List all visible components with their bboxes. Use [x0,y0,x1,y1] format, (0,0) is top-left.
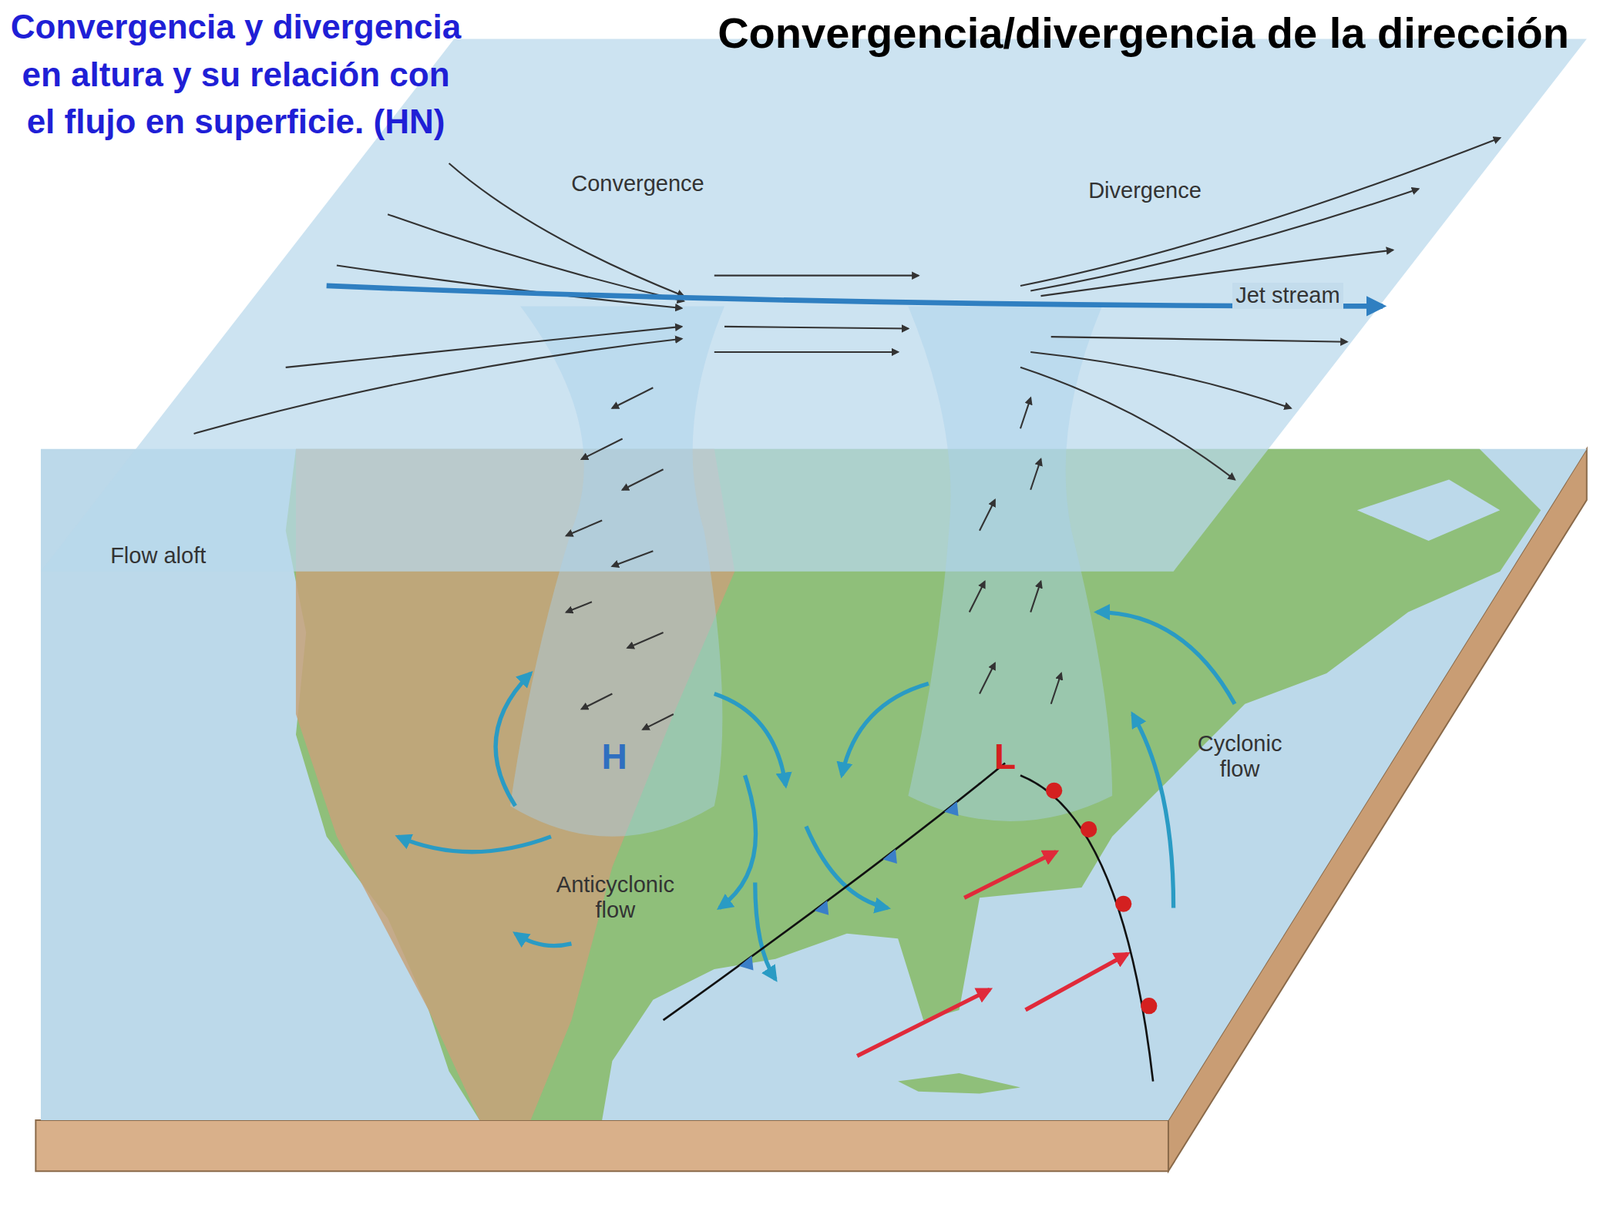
flow-label: Anticyclonic flow [556,872,675,925]
warm-air-arrows [857,852,1128,1057]
upper-label: Divergence [1088,178,1202,204]
pressure-symbol: H [601,736,627,778]
air-columns [510,305,1113,837]
flow-label: Cyclonic flow [1197,731,1283,784]
caption-heading: Convergencia y divergencia en altura y s… [4,3,468,146]
fronts [663,763,1158,1083]
upper-label: Convergence [571,171,705,197]
jet-label: Jet stream [1232,282,1343,309]
column-arrows [566,387,1062,730]
surface-flow-arrows [397,612,1235,981]
jet-stream-arrow [326,285,1383,306]
upper-flow-arrows [194,137,1501,481]
plane-label: Flow aloft [110,543,206,569]
diagram-title: Convergencia/divergencia de la dirección [717,9,1570,58]
pressure-symbol: L [994,736,1016,778]
